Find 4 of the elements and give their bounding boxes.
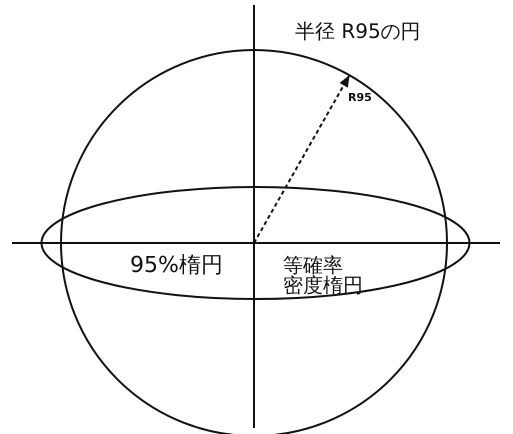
- circle-title: 半径 R95の円: [295, 20, 421, 42]
- dimension-label: R95: [348, 92, 372, 104]
- ellipse-label: 95%楕円: [130, 254, 223, 278]
- ellipse-label: 等確率密度楕円: [283, 255, 364, 295]
